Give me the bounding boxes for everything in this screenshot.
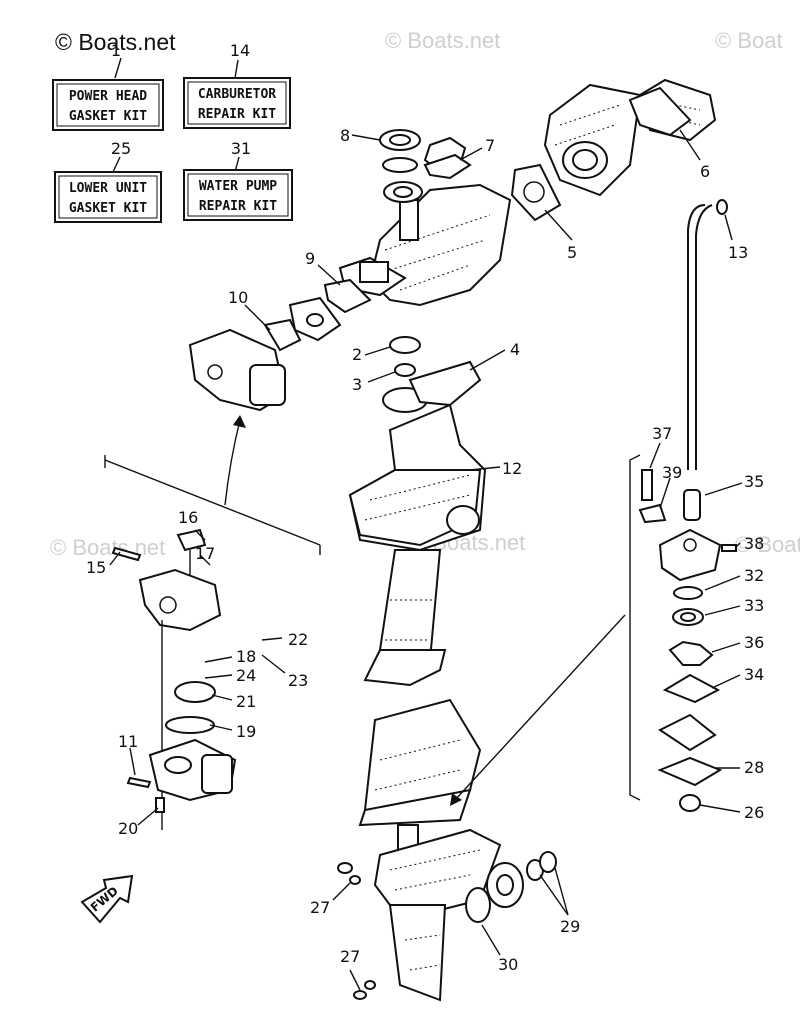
callout-20: 20 bbox=[118, 819, 138, 838]
callout-8: 8 bbox=[340, 126, 350, 145]
kit-number-31: 31 bbox=[231, 139, 251, 158]
callout-7: 7 bbox=[485, 136, 495, 155]
callout-33: 33 bbox=[744, 596, 764, 615]
callout-10: 10 bbox=[228, 288, 248, 307]
carburetor-detail[interactable] bbox=[111, 528, 237, 830]
kit-box-water-pump-repair[interactable]: 31 WATER PUMP REPAIR KIT bbox=[183, 139, 293, 221]
kit-label-line2: REPAIR KIT bbox=[198, 107, 276, 122]
kit-label-line2: GASKET KIT bbox=[69, 201, 147, 216]
group-bracket-left bbox=[104, 459, 321, 546]
carburetor-10[interactable] bbox=[188, 296, 342, 412]
watermark-top-center: © Boats.net bbox=[385, 28, 500, 53]
callout-39: 39 bbox=[662, 463, 682, 482]
callout-22: 22 bbox=[288, 630, 308, 649]
kit-box-lower-unit-gasket[interactable]: 25 LOWER UNIT GASKET KIT bbox=[54, 139, 162, 223]
callout-24: 24 bbox=[236, 666, 256, 685]
callout-29: 29 bbox=[560, 917, 580, 936]
watermark-mid-right: © Boat bbox=[735, 532, 800, 557]
callout-6: 6 bbox=[700, 162, 710, 181]
callout-38: 38 bbox=[744, 534, 764, 553]
gear-case[interactable] bbox=[373, 824, 502, 1002]
gasket-5[interactable] bbox=[510, 163, 562, 222]
callout-11: 11 bbox=[118, 732, 138, 751]
callout-18: 18 bbox=[236, 647, 256, 666]
callout-34: 34 bbox=[744, 665, 764, 684]
callout-19: 19 bbox=[236, 722, 256, 741]
drain-screws-27[interactable] bbox=[337, 862, 376, 1000]
kit-label-line1: LOWER UNIT bbox=[69, 181, 147, 196]
callout-13: 13 bbox=[728, 243, 748, 262]
callout-15: 15 bbox=[86, 558, 106, 577]
watermark-main: © Boats.net bbox=[55, 29, 176, 55]
leader-lines bbox=[109, 129, 743, 991]
kit-label-line2: REPAIR KIT bbox=[199, 199, 277, 214]
callout-35: 35 bbox=[744, 472, 764, 491]
kit-number-25: 25 bbox=[111, 139, 131, 158]
water-pump-upper[interactable] bbox=[638, 469, 737, 812]
callout-37: 37 bbox=[652, 424, 672, 443]
callout-32: 32 bbox=[744, 566, 764, 585]
callout-23: 23 bbox=[288, 671, 308, 690]
arrow-to-lower-unit bbox=[454, 614, 626, 801]
callout-9: 9 bbox=[305, 249, 315, 268]
callout-2: 2 bbox=[352, 345, 362, 364]
water-tube-35[interactable] bbox=[683, 199, 728, 521]
kit-label-line2: GASKET KIT bbox=[69, 109, 147, 124]
callout-5: 5 bbox=[567, 243, 577, 262]
kit-box-carburetor-repair[interactable]: 14 CARBURETOR REPAIR KIT bbox=[183, 41, 291, 129]
callout-30: 30 bbox=[498, 955, 518, 974]
kit-box-power-head-gasket[interactable]: 1 POWER HEAD GASKET KIT bbox=[52, 41, 164, 131]
kit-number-1: 1 bbox=[111, 41, 121, 60]
kit-label-line1: POWER HEAD bbox=[69, 89, 147, 104]
callout-28: 28 bbox=[744, 758, 764, 777]
callout-27-lower: 27 bbox=[340, 947, 360, 966]
gasket-4[interactable] bbox=[408, 360, 482, 407]
watermark-top-right: © Boat bbox=[715, 28, 783, 53]
callout-26: 26 bbox=[744, 803, 764, 822]
reed-valve-assembly-9[interactable] bbox=[323, 256, 407, 314]
callout-3: 3 bbox=[352, 375, 362, 394]
crankcase-block[interactable] bbox=[368, 183, 512, 307]
callout-36: 36 bbox=[744, 633, 764, 652]
group-bracket-right bbox=[629, 454, 641, 801]
callout-21: 21 bbox=[236, 692, 256, 711]
drive-shaft-housing-12[interactable] bbox=[348, 403, 487, 827]
kit-number-14: 14 bbox=[230, 41, 250, 60]
callout-numbers: 8 7 6 5 13 9 10 2 3 4 12 16 17 15 22 23 … bbox=[86, 126, 764, 974]
fwd-arrow-icon: FWD bbox=[80, 874, 134, 924]
gasket-6[interactable] bbox=[628, 86, 692, 137]
cover-7[interactable] bbox=[423, 136, 472, 180]
kit-label-line1: WATER PUMP bbox=[199, 179, 277, 194]
callout-16: 16 bbox=[178, 508, 198, 527]
arrow-to-carburetor bbox=[224, 419, 241, 506]
kit-label-line1: CARBURETOR bbox=[198, 87, 276, 102]
cylinder-head-assembly[interactable] bbox=[543, 83, 642, 197]
callout-17: 17 bbox=[195, 544, 215, 563]
callout-27-upper: 27 bbox=[310, 898, 330, 917]
bearing-8[interactable] bbox=[379, 129, 423, 203]
water-pump-housing-lower[interactable] bbox=[465, 851, 557, 923]
callout-12: 12 bbox=[502, 459, 522, 478]
callout-4: 4 bbox=[510, 340, 520, 359]
watermark-mid-left: © Boats.net bbox=[50, 535, 165, 560]
